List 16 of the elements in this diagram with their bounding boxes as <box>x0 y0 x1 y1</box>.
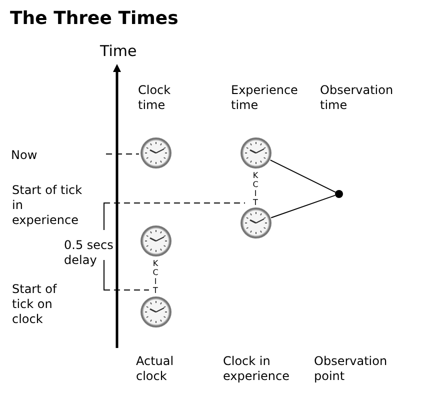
tick-label: KCIT <box>151 259 160 295</box>
column-heading: Experience time <box>231 83 299 113</box>
tick-label: KCIT <box>251 171 260 207</box>
text-label: Start of tick on clock <box>12 282 58 327</box>
text-label: 0.5 secs delay <box>64 238 114 268</box>
title: The Three Times <box>10 8 178 30</box>
text-label: Start of tick in experience <box>12 183 84 228</box>
text-label: Actual clock <box>136 354 175 384</box>
text-label: Now <box>11 148 38 163</box>
connector-line <box>270 194 336 218</box>
axis-label: Time <box>100 42 138 60</box>
column-heading: Clock time <box>138 83 172 113</box>
text-label: Observation point <box>314 354 388 384</box>
text-label: Clock in experience <box>223 354 291 384</box>
connector-line <box>270 160 336 193</box>
column-heading: Observation time <box>320 83 394 113</box>
